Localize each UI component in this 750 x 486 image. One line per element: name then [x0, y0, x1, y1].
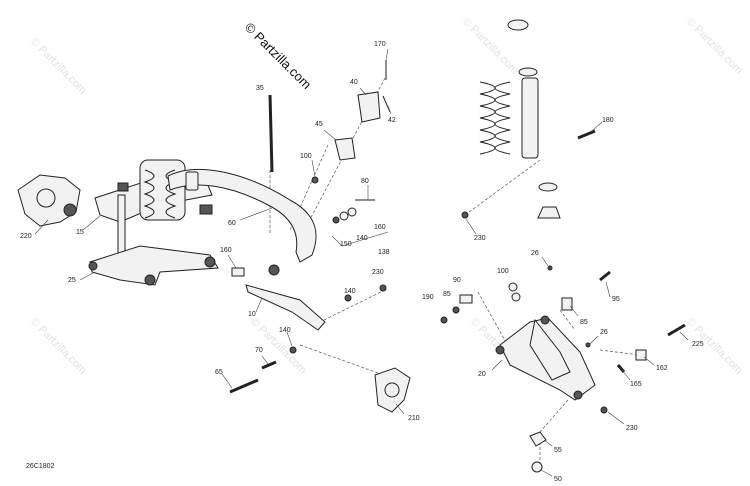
callout-100-right: 100: [497, 268, 509, 275]
nut-230-right: [600, 406, 608, 414]
callout-140-middle: 140: [356, 235, 368, 242]
pin-70: [261, 360, 277, 370]
callout-230-right: 230: [626, 425, 638, 432]
nut-140-middle: [344, 294, 352, 302]
callout-190: 190: [422, 294, 434, 301]
callout-100-left: 100: [300, 153, 312, 160]
rear-lower-arm: [495, 315, 596, 401]
bolt-95: [599, 270, 611, 282]
leader-lines: [34, 48, 689, 477]
nut-55: [529, 431, 547, 447]
knuckle-right-assembly: [374, 367, 411, 413]
callout-35: 35: [256, 85, 264, 92]
bracket-138-indicator: [331, 231, 389, 247]
bushing-90: [459, 294, 473, 304]
callout-26-upper: 26: [531, 250, 539, 257]
sway-bar: [167, 168, 317, 263]
bolt-225: [667, 323, 686, 337]
callout-162: 162: [656, 365, 668, 372]
callout-180: 180: [602, 117, 614, 124]
callout-15: 15: [76, 229, 84, 236]
callout-230-left: 230: [372, 269, 384, 276]
washer-50: [531, 461, 543, 473]
callout-160-link: 160: [220, 247, 232, 254]
callout-25: 25: [68, 277, 76, 284]
callout-138: 138: [378, 249, 390, 256]
washer-140: [347, 207, 357, 217]
callout-60: 60: [228, 220, 236, 227]
sway-bar-bushing-left: [185, 171, 199, 191]
nut-190: [440, 316, 448, 324]
watermark-bottom-left: © Partzilla.com: [28, 316, 89, 377]
nut-85-left: [452, 306, 460, 314]
washer-100-lower: [511, 292, 521, 302]
callout-10: 10: [248, 311, 256, 318]
washer-150: [339, 211, 349, 221]
callout-85-right: 85: [580, 319, 588, 326]
callout-85-left: 85: [443, 291, 451, 298]
link-washer-160: [231, 267, 245, 277]
callout-220: 220: [20, 233, 32, 240]
nut-230-shock: [461, 211, 469, 219]
callout-95: 95: [612, 296, 620, 303]
callout-80: 80: [361, 178, 369, 185]
callout-55: 55: [554, 447, 562, 454]
callout-140-nut: 140: [344, 288, 356, 295]
bushing-162: [635, 349, 647, 361]
knuckle-left-assembly: [17, 174, 81, 227]
sway-bar-bracket-assembly: [334, 60, 391, 161]
pin-26-upper: [547, 265, 553, 271]
diagram-code: 26C1802: [26, 463, 55, 470]
callout-210: 210: [408, 415, 420, 422]
callout-90: 90: [453, 277, 461, 284]
callout-150: 150: [340, 241, 352, 248]
link-end-upper: [268, 264, 280, 276]
rear-shock-assembly: [479, 19, 561, 219]
callout-160-bracket: 160: [374, 224, 386, 231]
washer-100-upper: [508, 282, 518, 292]
pin-26-lower: [585, 342, 591, 348]
callout-65: 65: [215, 369, 223, 376]
copyright-label: © Partzilla.com: [242, 20, 315, 93]
callout-170: 170: [374, 41, 386, 48]
watermark-top-right: © Partzilla.com: [684, 16, 745, 77]
bushing-85-right: [561, 297, 573, 311]
callout-40: 40: [350, 79, 358, 86]
nut-140-lower: [289, 346, 297, 354]
callout-50: 50: [554, 476, 562, 483]
lower-arm-left: [88, 245, 219, 286]
callout-20: 20: [478, 371, 486, 378]
callout-230-shock: 230: [474, 235, 486, 242]
nut-100-left: [311, 176, 319, 184]
nut-160: [332, 216, 340, 224]
nut-230-left: [379, 284, 387, 292]
bolt-65: [229, 378, 259, 394]
callout-70: 70: [255, 347, 263, 354]
callout-45: 45: [315, 121, 323, 128]
long-bolt: [268, 94, 274, 173]
shock-bolt-180: [577, 129, 596, 140]
callout-labels: 170 40 35 42 45 100 80 60 15 220 150 140…: [20, 41, 704, 483]
callout-140-lower: 140: [279, 327, 291, 334]
watermark-top-left: © Partzilla.com: [28, 36, 89, 97]
callout-225: 225: [692, 341, 704, 348]
callout-165: 165: [630, 381, 642, 388]
callout-26-lower: 26: [600, 329, 608, 336]
callout-42: 42: [388, 117, 396, 124]
trailing-link: [245, 284, 326, 331]
